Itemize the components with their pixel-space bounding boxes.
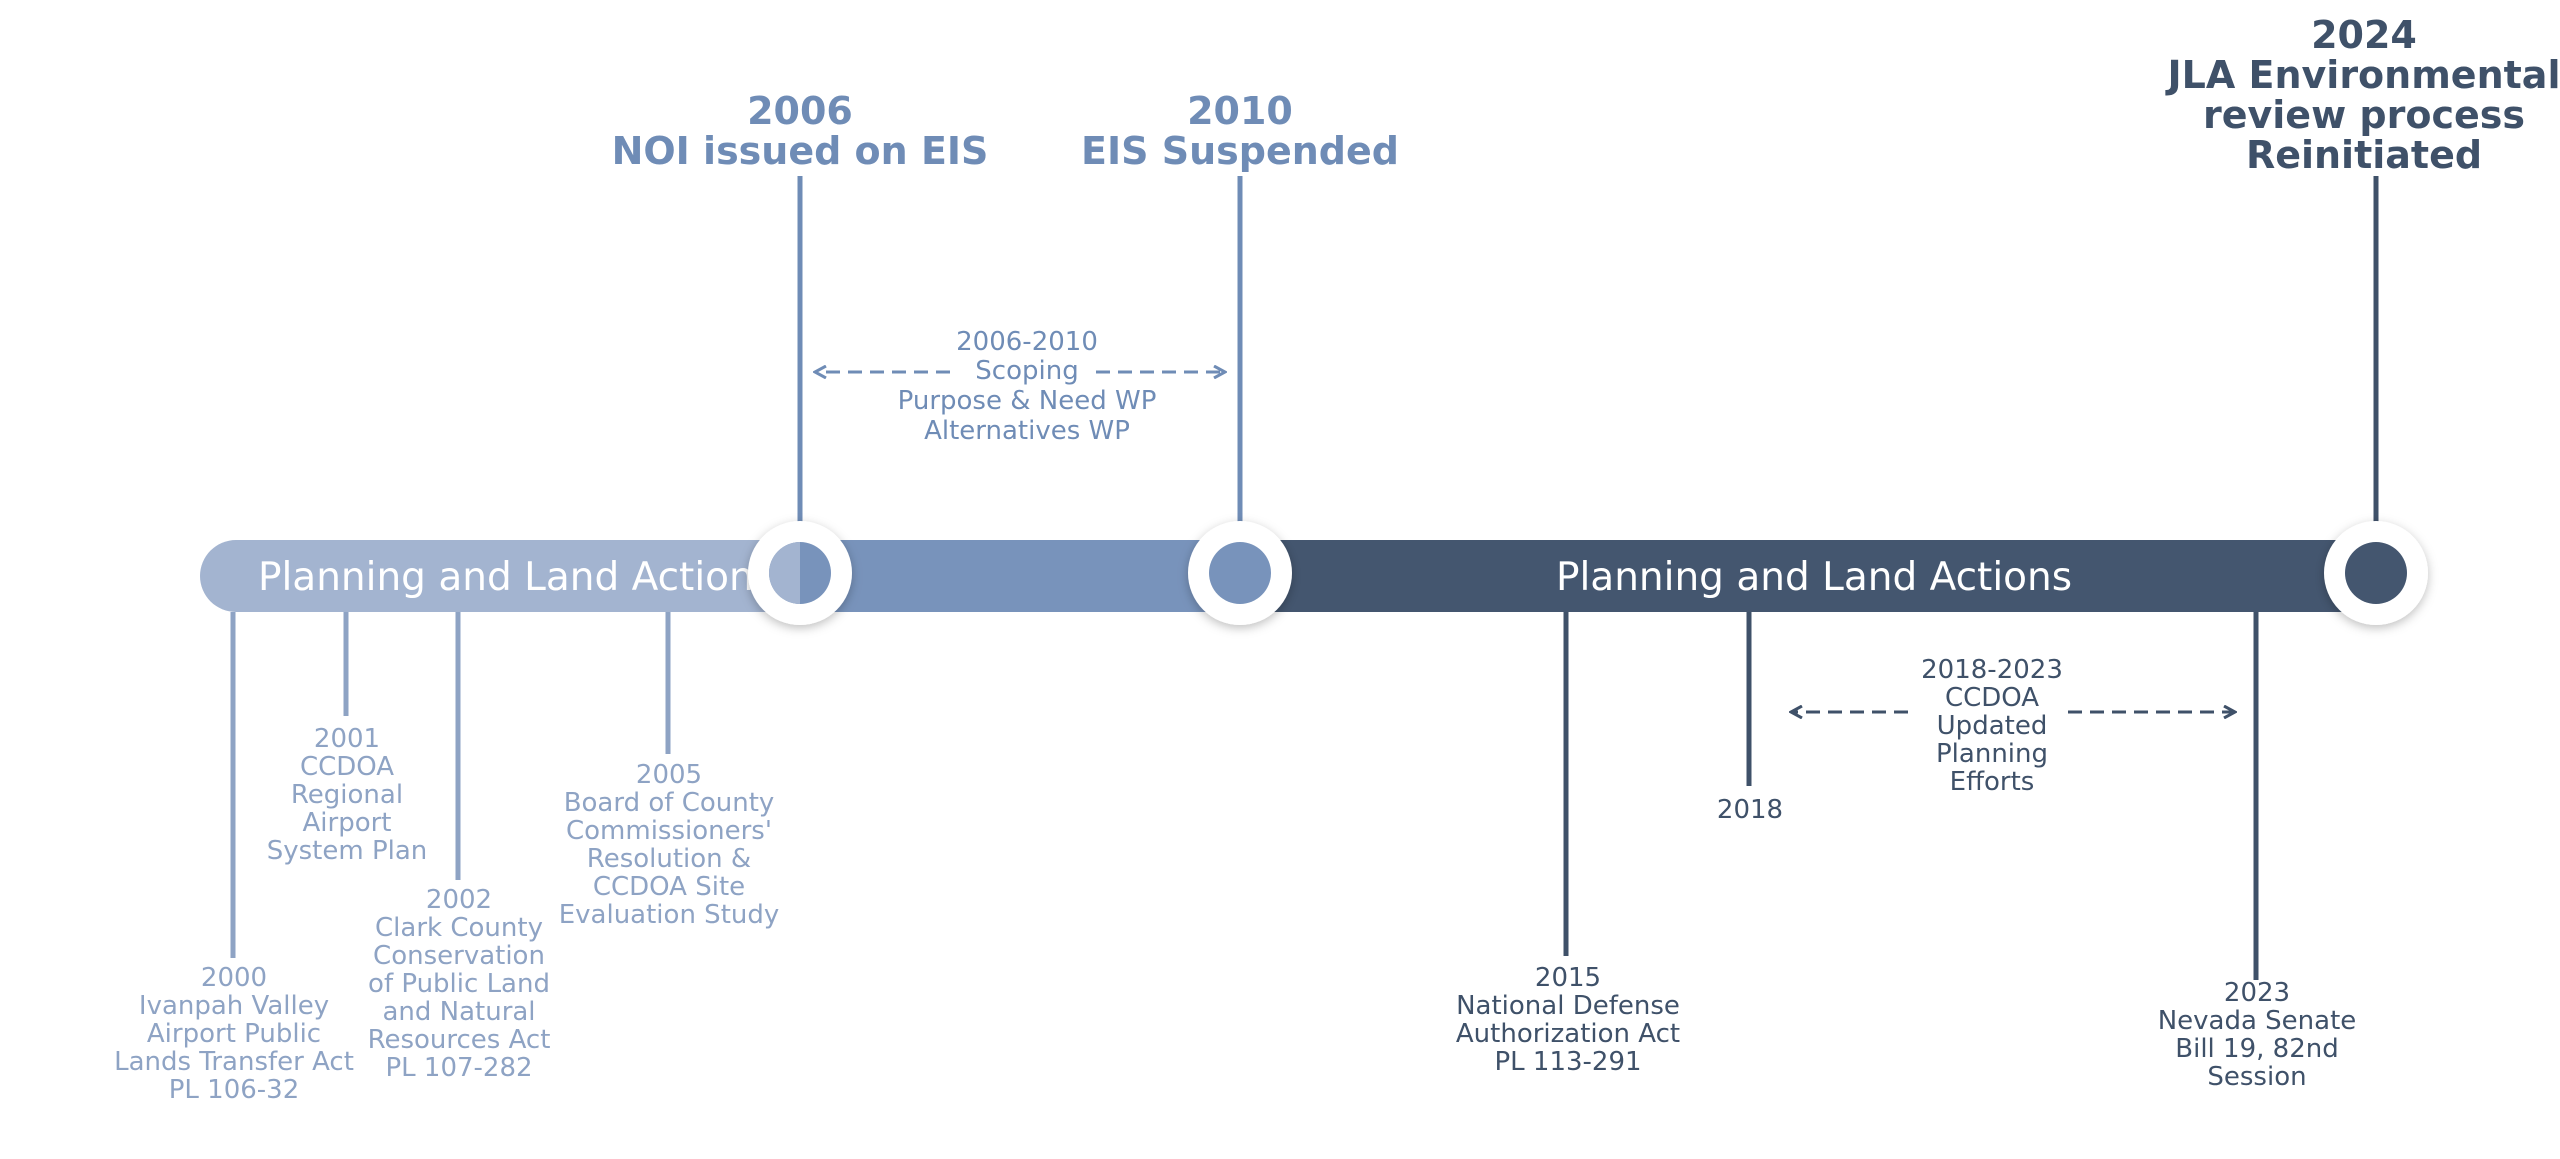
range-2018-2023: 2018-2023 CCDOA Updated Planning Efforts <box>1792 655 2234 797</box>
event-text-line: Evaluation Study <box>559 900 780 930</box>
event-text-line: Commissioners' <box>566 816 772 846</box>
event-text-line: Clark County <box>375 913 543 943</box>
milestone-text-line: review process <box>2203 93 2525 137</box>
bar-label-left: Planning and Land Actions <box>258 555 774 600</box>
milestone-text: EIS Suspended <box>1081 129 1399 173</box>
bar-segment-mid <box>800 540 1260 612</box>
milestone-2006: 2006 NOI issued on EIS <box>612 89 989 625</box>
event-text-line: Session <box>2207 1062 2306 1092</box>
event-text-line: Airport Public <box>147 1019 321 1049</box>
range-text-line: Updated <box>1937 711 2048 741</box>
milestone-year: 2006 <box>747 89 853 133</box>
milestone-2010: 2010 EIS Suspended <box>1081 89 1399 625</box>
range-years: 2006-2010 <box>956 327 1098 357</box>
event-year: 2000 <box>201 963 267 993</box>
range-text-line: Purpose & Need WP <box>898 386 1157 416</box>
bar-label-right: Planning and Land Actions <box>1556 555 2072 600</box>
event-text-line: Authorization Act <box>1456 1019 1680 1049</box>
event-text-line: Resolution & <box>587 844 751 874</box>
range-text-line: Alternatives WP <box>924 416 1130 446</box>
range-text-line: Efforts <box>1950 767 2035 797</box>
range-2006-2010: 2006-2010 Scoping Purpose & Need WP Alte… <box>816 327 1224 446</box>
bar-segment-light <box>200 540 820 612</box>
milestone-2024: 2024 JLA Environmental review process Re… <box>2165 13 2560 625</box>
event-2000: 2000 Ivanpah Valley Airport Public Lands… <box>114 612 354 1105</box>
event-year: 2023 <box>2224 978 2290 1008</box>
event-text-line: Lands Transfer Act <box>114 1047 354 1077</box>
event-2001: 2001 CCDOA Regional Airport System Plan <box>267 612 428 866</box>
milestone-year: 2024 <box>2311 13 2417 57</box>
event-text-line: CCDOA <box>300 752 394 782</box>
event-2002: 2002 Clark County Conservation of Public… <box>368 612 551 1083</box>
event-text-line: Airport <box>303 808 392 838</box>
event-text-line: Ivanpah Valley <box>139 991 329 1021</box>
event-2005: 2005 Board of County Commissioners' Reso… <box>559 612 780 930</box>
event-text-line: Board of County <box>564 788 775 818</box>
timeline-bar: Planning and Land Actions Planning and L… <box>200 540 2390 612</box>
event-2018: 2018 <box>1717 612 1783 825</box>
event-text-line: Bill 19, 82nd <box>2175 1034 2338 1064</box>
event-text-line: and Natural <box>382 997 535 1027</box>
event-text-line: Conservation <box>373 941 545 971</box>
milestone-node-core <box>2345 542 2407 604</box>
event-text-line: PL 107-282 <box>385 1053 532 1083</box>
event-year: 2018 <box>1717 795 1783 825</box>
milestone-text-line: Reinitiated <box>2246 133 2482 177</box>
event-year: 2005 <box>636 760 702 790</box>
range-years: 2018-2023 <box>1921 655 2063 685</box>
event-text-line: System Plan <box>267 836 428 866</box>
event-2015: 2015 National Defense Authorization Act … <box>1456 612 1680 1077</box>
event-year: 2015 <box>1535 963 1601 993</box>
event-text-line: National Defense <box>1456 991 1680 1021</box>
range-text-line: Planning <box>1936 739 2048 769</box>
milestone-year: 2010 <box>1187 89 1293 133</box>
event-text-line: Nevada Senate <box>2158 1006 2357 1036</box>
event-year: 2001 <box>314 724 380 754</box>
event-text-line: Resources Act <box>368 1025 551 1055</box>
event-text-line: CCDOA Site <box>593 872 745 902</box>
event-text-line: Regional <box>291 780 403 810</box>
range-text-line: CCDOA <box>1945 683 2039 713</box>
bar-segment-dark <box>1240 540 2390 612</box>
event-text-line: PL 106-32 <box>169 1075 300 1105</box>
range-text-line: Scoping <box>975 356 1078 386</box>
event-2023: 2023 Nevada Senate Bill 19, 82nd Session <box>2158 612 2357 1092</box>
milestone-text: NOI issued on EIS <box>612 129 989 173</box>
event-text-line: PL 113-291 <box>1494 1047 1641 1077</box>
event-year: 2002 <box>426 885 492 915</box>
event-text-line: of Public Land <box>368 969 550 999</box>
milestone-text-line: JLA Environmental <box>2165 53 2560 97</box>
milestone-node-core <box>1209 542 1271 604</box>
milestone-node-half <box>769 542 800 604</box>
